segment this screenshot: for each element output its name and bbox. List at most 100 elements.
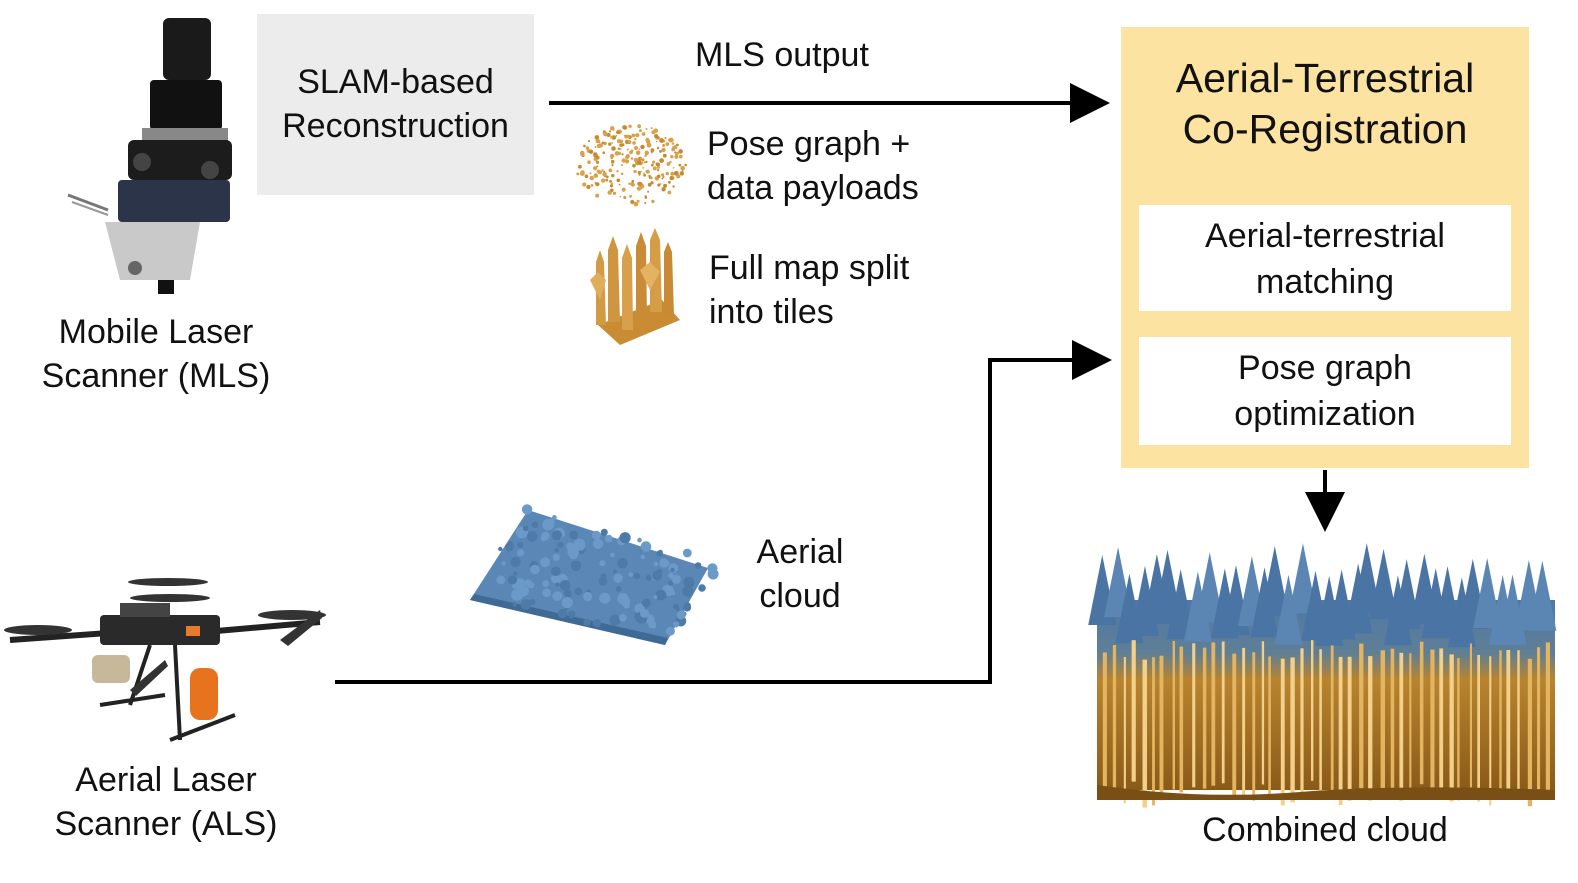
pose-graph-point [593, 166, 597, 171]
aerial-point [655, 589, 667, 601]
forest-trunk [1192, 643, 1196, 788]
pose-graph-point [598, 141, 601, 144]
pose-graph-point [629, 194, 632, 198]
aerial-point [612, 569, 617, 574]
canopy-tree [1369, 548, 1398, 619]
aerial-point [671, 574, 681, 584]
pose-graph-point [618, 183, 621, 186]
pose-graph-point [632, 163, 636, 168]
pose-graph-point [603, 131, 608, 137]
pose-graph-point [646, 142, 652, 148]
forest-trunk [1469, 643, 1472, 788]
pose-graph-point [583, 144, 586, 148]
pose-graph-point [645, 137, 650, 143]
pose-graph-point [666, 162, 671, 166]
aerial-point [569, 550, 578, 560]
aerial-point [542, 588, 551, 598]
pose-graph-point [626, 148, 629, 151]
aerial-point [555, 582, 560, 587]
forest-trunk [1202, 647, 1207, 789]
forest-trunk [1390, 648, 1395, 789]
aerial-point [530, 564, 540, 575]
pose-graph-point [595, 193, 600, 198]
pose-graph-point [593, 173, 599, 178]
canopy-tree [1528, 560, 1557, 631]
coreg-title: Aerial-Terrestrial Co-Registration [1121, 53, 1529, 155]
aerial-point [682, 548, 692, 558]
aerial-point [668, 580, 673, 586]
aerial-point [527, 531, 538, 542]
pose-graph-point [627, 140, 632, 145]
pose-graph-point [645, 169, 649, 173]
pose-graph-point [594, 146, 597, 148]
pose-graph-point [647, 190, 650, 193]
forest-trunk [1517, 650, 1520, 799]
pose-graph-point [668, 137, 673, 143]
aerial-point [552, 515, 557, 520]
canopy-tree [1183, 571, 1212, 642]
pose-graph-point [620, 164, 623, 167]
pose-graph-label-line1: Pose graph + [707, 125, 911, 163]
forest-trunk [1131, 640, 1136, 782]
pose-graph-point [612, 191, 617, 195]
pose-graph-point [647, 182, 652, 187]
mls-label-line2: Scanner (MLS) [41, 357, 271, 395]
forest-trunk [1380, 650, 1385, 796]
aerial-pointcloud-image [470, 504, 719, 645]
map-tile-pointcloud-image [590, 228, 680, 345]
pose-graph-point [674, 154, 679, 159]
pose-graph-point [644, 202, 647, 204]
pose-graph-label-line2: data payloads [707, 169, 919, 207]
pose-graph-point [611, 159, 615, 164]
aerial-point [552, 530, 562, 541]
pose-graph-point [663, 183, 668, 188]
forest-trunk [1430, 649, 1435, 798]
pose-graph-point [637, 171, 641, 175]
aerial-point [542, 518, 554, 531]
pose-graph-pointcloud-image [576, 124, 687, 207]
pose-graph-point [642, 167, 644, 169]
forest-trunk [1359, 643, 1364, 789]
pose-graph-point [619, 195, 622, 198]
pose-graph-point [597, 170, 602, 175]
aerial-point [683, 576, 695, 589]
pose-graph-point [662, 144, 665, 147]
pose-graph-point [602, 151, 605, 154]
pose-graph-point [672, 166, 675, 169]
pose-graph-point [678, 154, 683, 159]
pose-graph-point [643, 161, 646, 164]
pose-graph-point [671, 146, 676, 150]
pose-graph-point [639, 157, 643, 160]
aerial-point [551, 566, 561, 576]
aerial-point [563, 589, 572, 598]
aerial-point [561, 597, 573, 609]
pose-graph-point [665, 171, 669, 176]
pose-graph-point [610, 135, 614, 139]
forest-trunk [1330, 645, 1334, 791]
pose-graph-point [651, 199, 655, 204]
aerial-point [617, 558, 628, 569]
coreg-title-line1: Aerial-Terrestrial [1175, 55, 1475, 101]
pose-graph-point [636, 186, 642, 191]
canopy-tree [1274, 574, 1303, 645]
pose-graph-point [596, 144, 601, 148]
aerial-point [609, 614, 621, 626]
aerial-point [676, 610, 686, 620]
forest-trunk [1252, 652, 1256, 801]
forest-trunk [1179, 646, 1184, 793]
canopy-tree [1447, 577, 1476, 648]
pose-graph-point [621, 143, 625, 147]
forest-trunk [1499, 650, 1502, 795]
forest-trunk [1449, 654, 1454, 802]
pose-graph-point [602, 172, 607, 177]
pose-graph-point [656, 169, 660, 172]
pose-graph-point [595, 140, 599, 144]
matching-label-line1: Aerial-terrestrial [1205, 217, 1445, 255]
matching-label-line2: matching [1256, 263, 1394, 301]
pose-graph-point [675, 151, 679, 156]
pose-graph-point [576, 172, 580, 176]
forest-trunk [1152, 657, 1155, 806]
pose-graph-point [586, 184, 591, 190]
pose-graph-point [603, 170, 606, 173]
combined-pointcloud-image [1088, 543, 1557, 808]
